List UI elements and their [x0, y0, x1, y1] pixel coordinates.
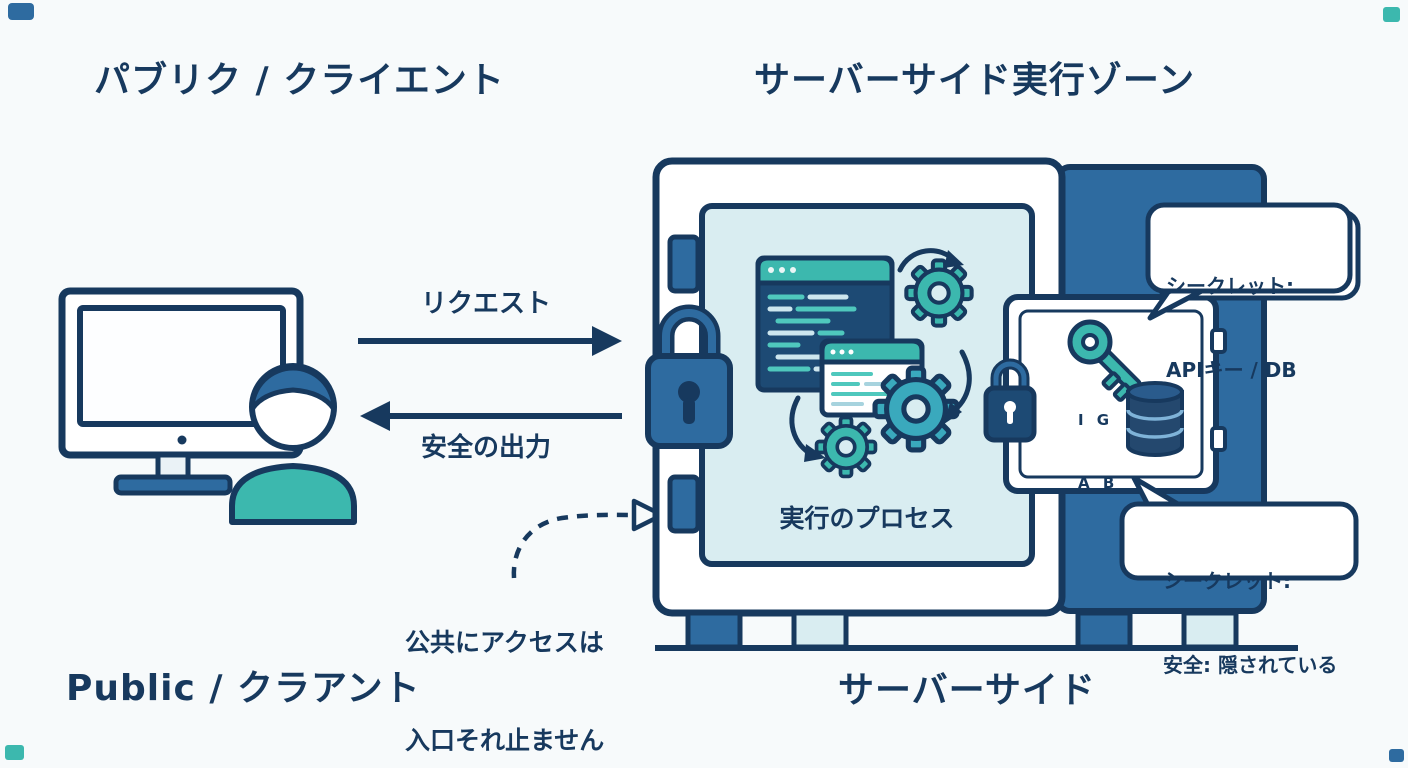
gear-icon: [906, 260, 971, 325]
safe-hinge: [1210, 328, 1227, 354]
client-monitor-icon: [58, 287, 304, 496]
response-arrow: [360, 401, 622, 431]
key-icon: [1067, 319, 1142, 402]
request-arrow: [358, 326, 622, 356]
callout-bottom-text: シークレット: 安全: 隠されている: [1163, 511, 1337, 735]
corner-mark-top-left: [8, 3, 34, 20]
response-label: 安全の出力: [420, 433, 551, 463]
vault-foot: [685, 610, 743, 650]
vault-hinge-top: [667, 234, 701, 294]
code-window-secondary-icon: [819, 338, 925, 418]
vault-padlock-icon: [645, 304, 733, 449]
safe-letters-line2: A B: [1078, 474, 1119, 492]
vault-foot: [1075, 610, 1133, 650]
heading-server-zone: サーバーサイド実行ゾーン: [754, 60, 1196, 101]
client-user-icon: [229, 363, 357, 525]
process-label: 実行のプロセス: [779, 504, 955, 533]
blocked-note: 公共にアクセスは 入口それ止ません: [405, 562, 604, 768]
callout-bottom-bubble: [1119, 475, 1359, 581]
gear-icon: [875, 368, 957, 450]
callout-top-bubble: [1145, 202, 1361, 321]
heading-public-client-bottom: Public / クラアント: [66, 668, 421, 709]
safe-letters: I G A B: [1078, 368, 1118, 536]
safe-letters-line1: I G: [1078, 411, 1114, 429]
cycle-arrows: [789, 248, 972, 462]
callout-top-line2: APIキー / DB: [1166, 358, 1297, 382]
vault-hinge-bottom: [667, 474, 701, 534]
heading-public-client: パブリク / クライエント: [94, 60, 505, 101]
server-vault: [652, 157, 1298, 651]
callout-top-text: シークレット: APIキー / DB: [1166, 216, 1297, 440]
gear-icon: [814, 415, 878, 479]
blocked-note-line2: 入口それ止ません: [405, 725, 605, 755]
secrets-safe: [983, 294, 1227, 494]
blocked-note-line1: 公共にアクセスは: [405, 628, 604, 657]
corner-mark-bottom-left: [5, 745, 24, 760]
vault-foot: [791, 610, 849, 650]
request-label: リクエスト: [420, 289, 551, 319]
corner-mark-top-right: [1383, 7, 1400, 22]
callout-bottom-line2: 安全: 隠されている: [1163, 653, 1338, 677]
safe-padlock-icon: [983, 358, 1037, 443]
safe-hinge: [1210, 426, 1227, 452]
heading-server-side: サーバーサイド: [838, 670, 1096, 711]
callout-top-line1: シークレット:: [1166, 274, 1294, 298]
callout-bottom-line1: シークレット:: [1163, 569, 1291, 593]
blocked-access-arrow: [511, 498, 665, 579]
corner-mark-bottom-right: [1389, 749, 1404, 762]
database-icon: [1126, 381, 1184, 457]
